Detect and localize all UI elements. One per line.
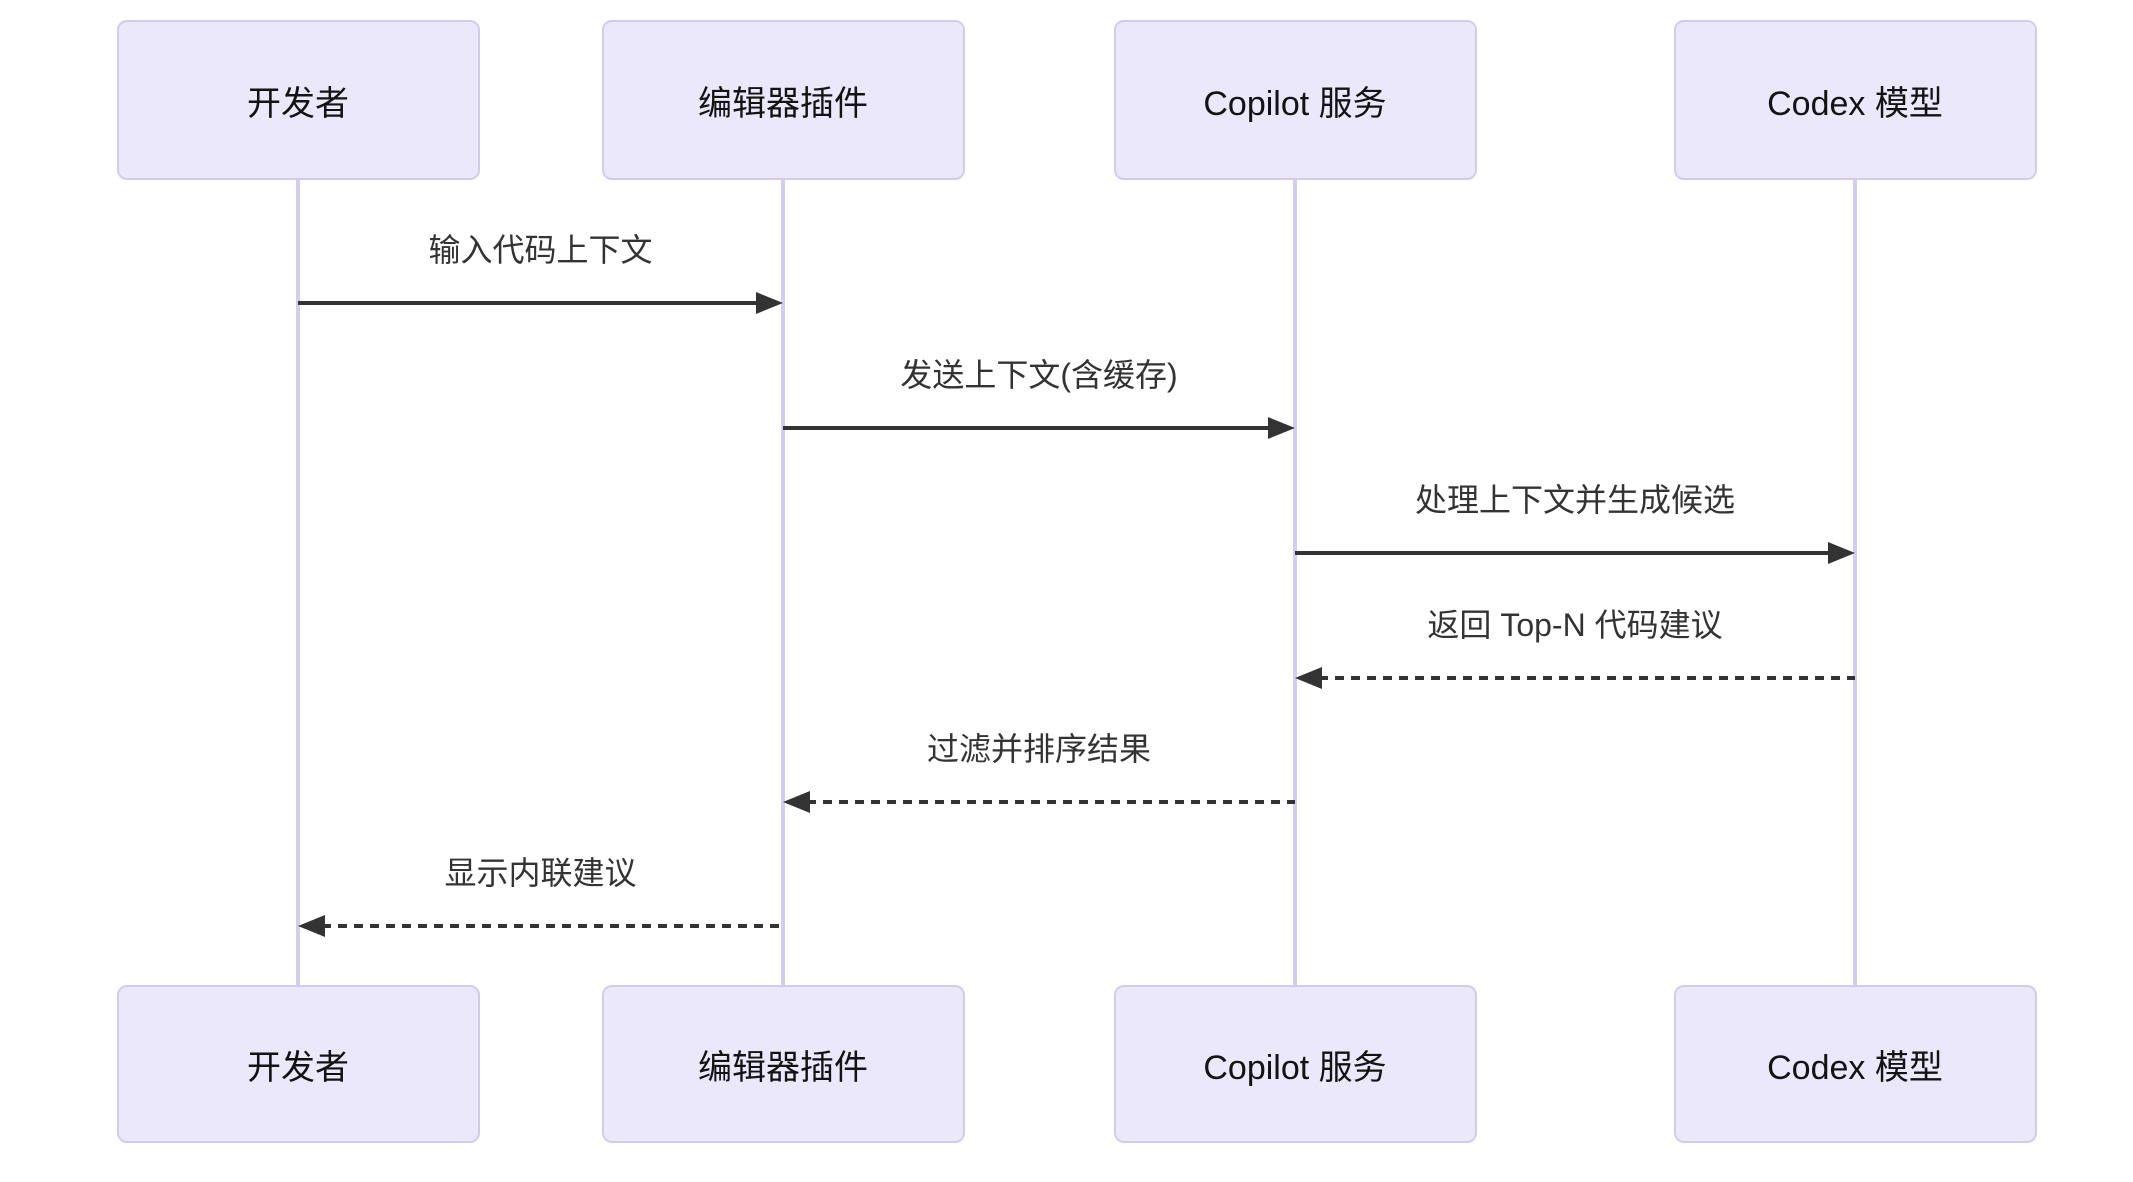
- arrowhead-left-icon: [298, 915, 325, 937]
- actor-box-bottom-codex-model: Codex 模型: [1673, 985, 2037, 1143]
- message-label: 发送上下文(含缓存): [900, 357, 1178, 393]
- message-line: [1295, 551, 1831, 555]
- actor-box-bottom-developer: 开发者: [116, 985, 480, 1143]
- lifeline-codex-model: [1853, 178, 1857, 987]
- arrowhead-right-icon: [1828, 542, 1855, 564]
- message-label: 输入代码上下文: [428, 232, 653, 268]
- arrowhead-left-icon: [1295, 667, 1322, 689]
- actor-box-bottom-copilot-service: Copilot 服务: [1113, 985, 1477, 1143]
- message-line: [807, 800, 1295, 804]
- actor-box-top-developer: 开发者: [116, 20, 480, 180]
- message-line: [1319, 676, 1855, 680]
- message-label: 返回 Top-N 代码建议: [1427, 607, 1723, 643]
- message-label: 显示内联建议: [444, 855, 637, 891]
- arrowhead-right-icon: [1268, 417, 1295, 439]
- message-label: 处理上下文并生成候选: [1414, 482, 1735, 518]
- lifeline-editor-plugin: [781, 178, 785, 987]
- message-line: [783, 426, 1271, 430]
- arrowhead-right-icon: [756, 292, 783, 314]
- actor-box-top-codex-model: Codex 模型: [1673, 20, 2037, 180]
- actor-box-top-copilot-service: Copilot 服务: [1113, 20, 1477, 180]
- arrowhead-left-icon: [783, 791, 810, 813]
- message-line: [322, 924, 783, 928]
- message-line: [298, 301, 759, 305]
- actor-box-top-editor-plugin: 编辑器插件: [601, 20, 965, 180]
- lifeline-copilot-service: [1293, 178, 1297, 987]
- lifeline-developer: [296, 178, 300, 987]
- actor-box-bottom-editor-plugin: 编辑器插件: [601, 985, 965, 1143]
- message-label: 过滤并排序结果: [926, 731, 1151, 767]
